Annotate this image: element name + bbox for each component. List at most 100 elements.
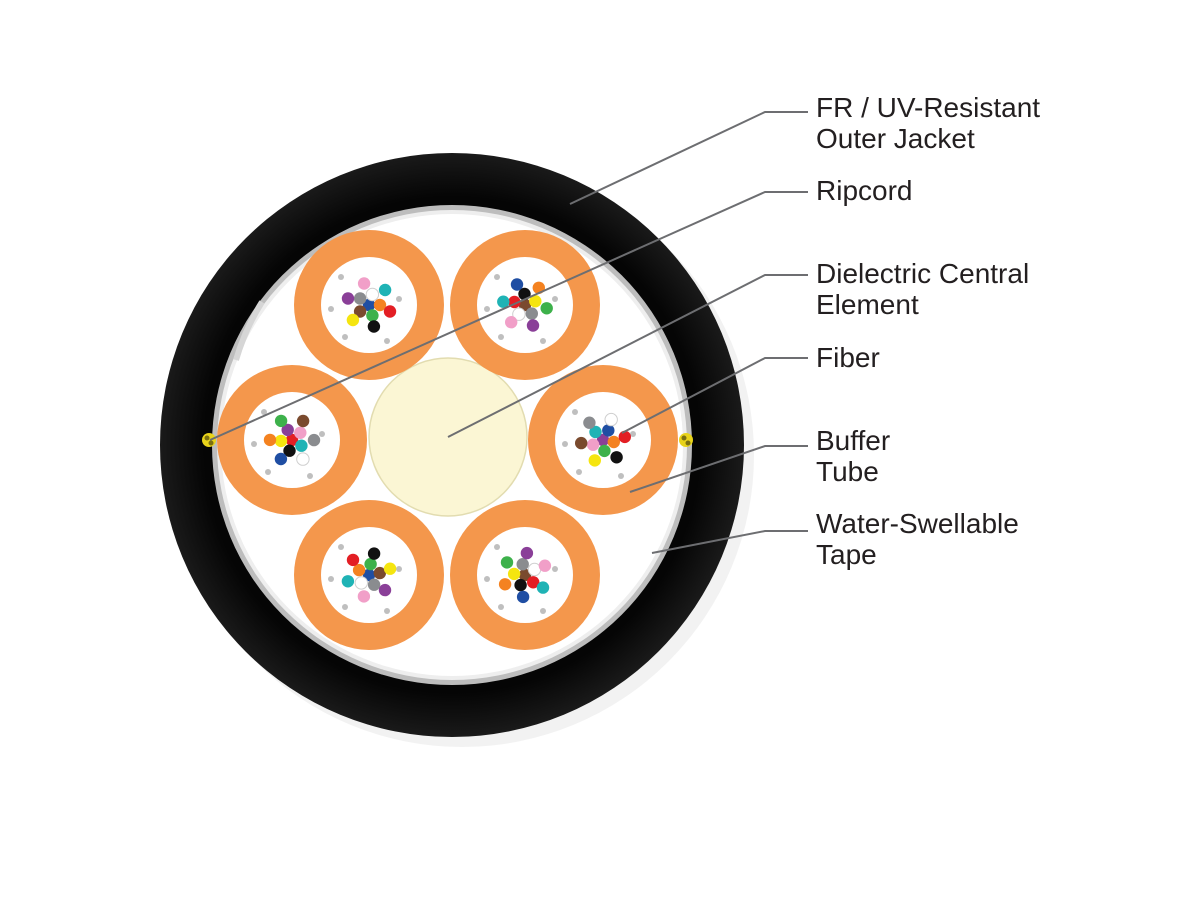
- fiber: [295, 439, 308, 452]
- fiber: [607, 435, 620, 449]
- fiber: [514, 578, 527, 592]
- fiber: [352, 563, 366, 577]
- callout-outer-jacket: FR / UV-Resistant Outer Jacket: [816, 92, 1048, 154]
- fiber: [516, 558, 529, 571]
- fiber: [583, 416, 596, 429]
- fiber: [525, 307, 538, 320]
- gel-particle: [338, 544, 344, 550]
- fiber: [274, 434, 288, 448]
- callout-central-element: Dielectric Central Element: [816, 258, 1037, 320]
- fiber: [505, 316, 518, 329]
- fiber: [364, 557, 377, 571]
- fiber: [498, 578, 512, 591]
- fiber: [362, 298, 376, 312]
- fiber: [354, 576, 368, 590]
- fiber: [346, 553, 360, 567]
- fiber: [529, 295, 542, 308]
- gel-particle: [630, 431, 636, 437]
- leader-outer-jacket: [569, 111, 808, 205]
- fiber: [618, 430, 631, 444]
- gel-particle: [494, 274, 500, 280]
- gel-particle: [498, 604, 504, 610]
- gel-particle: [494, 544, 500, 550]
- gel-particle: [328, 576, 334, 582]
- callout-outer-jacket-line2: Outer Jacket: [816, 123, 975, 154]
- fiber: [516, 590, 530, 604]
- callout-fiber: Fiber: [816, 342, 880, 373]
- fiber: [285, 433, 299, 447]
- gel-particle: [251, 441, 257, 447]
- gel-particle: [576, 469, 582, 475]
- fiber: [520, 546, 534, 560]
- fiber: [373, 566, 386, 580]
- gel-particle: [498, 334, 504, 340]
- fiber: [357, 277, 371, 290]
- gel-particle: [342, 604, 348, 610]
- callout-water-swellable-tape-line2: Tape: [816, 539, 877, 570]
- fiber: [383, 562, 397, 575]
- fiber: [589, 425, 602, 439]
- callout-buffer-tube-line1: Buffer: [816, 425, 890, 456]
- fiber: [378, 583, 392, 597]
- fiber: [526, 319, 540, 332]
- gel-particle: [384, 608, 390, 614]
- callout-buffer-tube-line2: Tube: [816, 456, 879, 487]
- buffer-tube: [528, 365, 678, 515]
- fiber: [373, 298, 387, 312]
- leader-water-swellable-tape: [651, 530, 808, 554]
- gel-particle: [384, 338, 390, 344]
- gel-particle: [552, 566, 558, 572]
- callout-outer-jacket-line1: FR / UV-Resistant: [816, 92, 1040, 123]
- fiber: [383, 305, 397, 318]
- fiber: [512, 307, 526, 321]
- callout-central-element-line2: Element: [816, 289, 919, 320]
- gel-particle: [307, 473, 313, 479]
- gel-particle: [319, 431, 325, 437]
- fiber: [540, 302, 553, 315]
- fiber: [588, 454, 601, 467]
- gel-particle: [484, 306, 490, 312]
- fiber: [357, 590, 371, 603]
- ripcord-left: [202, 433, 216, 447]
- leader-ripcord: [209, 191, 808, 441]
- leader-central-element: [447, 274, 808, 438]
- fiber: [283, 444, 296, 457]
- gel-particle: [618, 473, 624, 479]
- fiber: [518, 298, 532, 312]
- callout-ripcord: Ripcord: [816, 175, 912, 206]
- gel-particle: [540, 338, 546, 344]
- buffer-tube: [450, 230, 600, 380]
- tape-overlap: [233, 300, 265, 361]
- gel-particle: [342, 334, 348, 340]
- fiber: [536, 581, 550, 594]
- ripcord-right: [679, 433, 693, 447]
- fiber: [610, 451, 623, 464]
- callout-water-swellable-tape: Water-Swellable Tape: [816, 508, 1027, 570]
- buffer-tube: [294, 500, 444, 650]
- fiber: [296, 452, 310, 466]
- callout-water-swellable-tape-line1: Water-Swellable: [816, 508, 1019, 539]
- buffer-tubes: [217, 230, 678, 650]
- gel-particle: [552, 296, 558, 302]
- gel-particle: [328, 306, 334, 312]
- fiber: [507, 567, 521, 581]
- fiber: [341, 292, 355, 305]
- fiber: [274, 414, 288, 428]
- fiber: [604, 412, 618, 427]
- gel-particle: [484, 576, 490, 582]
- fiber: [538, 559, 552, 572]
- fiber: [596, 433, 610, 447]
- fiber: [500, 556, 514, 569]
- fiber: [341, 575, 355, 588]
- fiber: [510, 278, 524, 291]
- fiber: [497, 295, 510, 308]
- fiber: [602, 424, 615, 437]
- callout-buffer-tube: Buffer Tube: [816, 425, 898, 487]
- fiber: [307, 433, 321, 447]
- callout-ripcord-line1: Ripcord: [816, 175, 912, 206]
- fiber: [586, 438, 600, 451]
- fiber: [263, 433, 277, 447]
- fiber: [281, 423, 294, 437]
- buffer-tube: [294, 230, 444, 380]
